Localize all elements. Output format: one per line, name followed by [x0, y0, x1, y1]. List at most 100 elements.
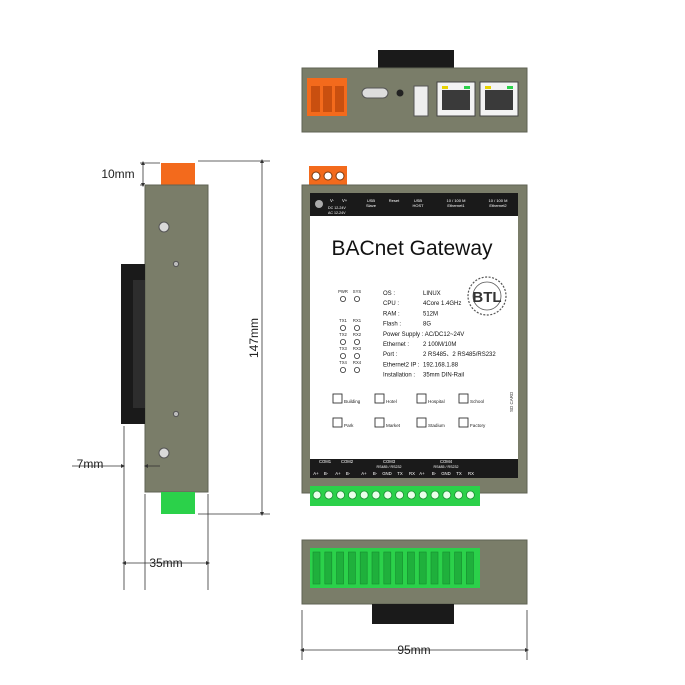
terminal-screw: [324, 490, 334, 500]
label-com4-sub: RS485 / RS232: [434, 465, 459, 469]
label-top-band: [310, 193, 518, 216]
pin-label: A+: [361, 471, 367, 476]
led-rx3: [353, 352, 360, 359]
market-icon: [374, 417, 385, 428]
terminal-slot: [383, 551, 392, 585]
spec-value: 192.168.1.88: [423, 362, 459, 368]
pin-label: A+: [419, 471, 425, 476]
svg-text:BTL: BTL: [472, 289, 501, 306]
pin-label: RX: [409, 471, 415, 476]
terminal-slot: [348, 551, 356, 585]
screw-bottom: [158, 447, 170, 459]
terminal-screw: [395, 490, 405, 500]
spec-label: RAM :: [383, 311, 400, 317]
led-label-tx3: TX3: [339, 346, 347, 351]
spec-label: Ethernet2 IP :: [383, 362, 420, 368]
pin-label: GND: [441, 471, 451, 476]
app-label: School: [470, 399, 484, 404]
hotel-icon: [374, 393, 385, 404]
label-com1: COM1: [319, 459, 332, 464]
din-clip-top: [378, 50, 454, 70]
app-label: Hospital: [428, 399, 445, 404]
dim-side-offset: 7mm: [77, 457, 104, 471]
screw-top: [158, 221, 170, 233]
app-label: Park: [344, 423, 354, 428]
led-label-rx1: RX1: [353, 318, 362, 323]
led-label-sys: SYS: [353, 289, 362, 294]
usb-a-port: [413, 85, 429, 117]
pin-label: RX: [468, 471, 474, 476]
label-com2: COM2: [341, 459, 354, 464]
terminal-screw: [371, 490, 381, 500]
spec-value: 512M: [423, 311, 438, 317]
led-tx1: [339, 324, 346, 331]
terminal-screw: [406, 490, 416, 500]
spec-value: 2 100M/10M: [423, 342, 456, 348]
factory-icon: [458, 417, 469, 428]
pin-label: A+: [313, 471, 319, 476]
terminal-slot: [407, 551, 415, 585]
sd-card-label: SD CARD: [509, 391, 514, 412]
terminal-screw: [312, 490, 322, 500]
spec-label: Ethernet :: [383, 342, 409, 348]
led-tx3: [339, 352, 346, 359]
pin-label: TX: [456, 471, 462, 476]
led-rx2: [353, 338, 360, 345]
pin-label: TX: [397, 471, 403, 476]
park-icon: [332, 417, 343, 428]
terminal-slot: [442, 551, 451, 585]
bottom-view: [301, 539, 528, 624]
terminal-screw: [430, 490, 440, 500]
terminal-slot: [312, 551, 321, 585]
spec-label: CPU :: [383, 301, 399, 307]
label-v-minus: V-: [330, 198, 335, 203]
led-label-pwr: PWR: [338, 289, 348, 294]
terminal-screw: [336, 490, 346, 500]
side-view: [121, 163, 209, 514]
terminal-screw: [359, 490, 369, 500]
spec-label: Port :: [383, 352, 398, 358]
label-com4: COM4: [440, 459, 453, 464]
app-label: Stadium: [428, 423, 445, 428]
terminal-screw: [442, 490, 452, 500]
top-view: [301, 50, 528, 133]
app-label: Factory: [470, 423, 486, 428]
pin-label: B-: [346, 471, 351, 476]
led-label-rx3: RX3: [353, 346, 362, 351]
terminal-screw: [465, 490, 475, 500]
spec-value: LINUX: [423, 291, 441, 297]
io-terminal-side: [161, 492, 195, 514]
terminal-slot: [454, 551, 462, 585]
building-icon: [332, 393, 343, 404]
terminal-slot: [418, 551, 427, 585]
label-v-plus: V+: [342, 198, 348, 203]
terminal-screw: [347, 490, 357, 500]
io-terminal-front: [310, 486, 480, 506]
device-title: BACnet Gateway: [331, 237, 493, 260]
label-dc: DC 12-24V: [328, 206, 346, 210]
terminal-slot: [466, 551, 474, 585]
spec-value: 4Core 1.4GHz: [423, 301, 461, 307]
reset-hole: [396, 89, 404, 97]
label-reset: Reset: [389, 198, 400, 203]
dim-height: 147mm: [247, 318, 261, 358]
dim-depth: 35mm: [149, 556, 182, 570]
spec-label: Flash :: [383, 322, 401, 328]
terminal-slot: [395, 551, 403, 585]
led-sys: [353, 295, 360, 302]
terminal-screw: [454, 490, 464, 500]
led-tx4: [339, 366, 346, 373]
terminal-slot: [359, 551, 368, 585]
dimension-lines: [72, 159, 529, 660]
terminal-slot: [336, 551, 344, 585]
led-tx2: [339, 338, 346, 345]
led-pwr: [339, 295, 346, 302]
